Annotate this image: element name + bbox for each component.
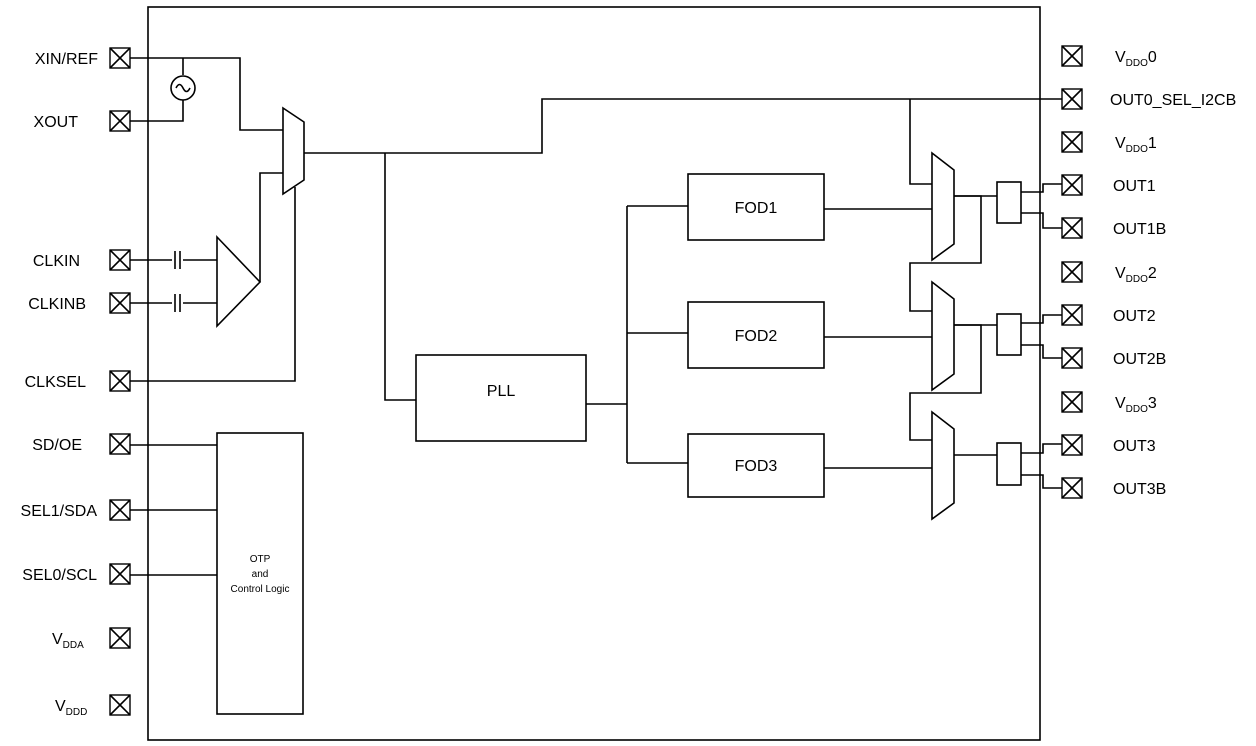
output-buffer-2 xyxy=(954,313,1062,359)
input-buffer xyxy=(130,172,283,328)
output-buffer-1 xyxy=(954,181,1062,229)
label-clkinb: CLKINB xyxy=(28,296,86,313)
pll-block: PLL xyxy=(415,354,587,442)
fod2-block: FOD2 xyxy=(687,301,825,369)
left-pin-sd-oe: SD/OE xyxy=(32,433,131,455)
label-sel0-scl: SEL0/SCL xyxy=(22,567,97,584)
clksel-wire xyxy=(130,187,296,382)
left-pin-xin-ref: XIN/REF xyxy=(35,47,131,69)
right-pin-out3: OUT3 xyxy=(1061,434,1156,456)
otp-label-line3: Control Logic xyxy=(231,584,290,595)
label-out3: OUT3 xyxy=(1113,438,1156,455)
right-pin-vddo2: VDDO2 xyxy=(1061,261,1157,285)
otp-label-line2: and xyxy=(252,569,269,580)
label-out1b: OUT1B xyxy=(1113,221,1166,238)
right-pin-out1b: OUT1B xyxy=(1061,217,1166,239)
right-pin-out0-sel-i2cb: OUT0_SEL_I2CB xyxy=(1061,88,1236,110)
label-out2: OUT2 xyxy=(1113,308,1156,325)
label-vdda: VDDA xyxy=(52,631,84,651)
left-pin-clkinb: CLKINB xyxy=(28,292,131,314)
label-sd-oe: SD/OE xyxy=(32,437,82,454)
fod2-label: FOD2 xyxy=(735,328,778,345)
label-clkin: CLKIN xyxy=(33,253,80,270)
input-mux xyxy=(282,106,305,196)
label-vddo2: VDDO2 xyxy=(1115,265,1157,285)
right-pin-out1: OUT1 xyxy=(1061,174,1156,196)
otp-label-line1: OTP xyxy=(250,554,271,565)
right-pin-out3b: OUT3B xyxy=(1061,477,1166,499)
output-mux-2 xyxy=(931,280,955,392)
label-vddo3: VDDO3 xyxy=(1115,395,1157,415)
label-vddo1: VDDO1 xyxy=(1115,135,1157,155)
cascade-wire-0 xyxy=(909,99,932,185)
fod3-block: FOD3 xyxy=(687,433,825,498)
output-buffer-3 xyxy=(954,442,1062,489)
pll-output-wire xyxy=(586,205,688,464)
left-pin-vdda: VDDA xyxy=(52,627,131,651)
label-sel1-sda: SEL1/SDA xyxy=(21,503,98,520)
fod1-block: FOD1 xyxy=(687,173,825,241)
ref-clock-wire xyxy=(304,98,1062,154)
label-clksel: CLKSEL xyxy=(25,374,86,391)
pll-input-wire xyxy=(384,153,416,401)
label-vddo0: VDDO0 xyxy=(1115,49,1157,69)
label-vddd: VDDD xyxy=(55,698,87,718)
left-pin-clksel: CLKSEL xyxy=(25,370,131,392)
label-out1: OUT1 xyxy=(1113,178,1156,195)
label-out3b: OUT3B xyxy=(1113,481,1166,498)
left-pin-vddd: VDDD xyxy=(55,694,131,718)
fod1-label: FOD1 xyxy=(735,200,778,217)
label-out2b: OUT2B xyxy=(1113,351,1166,368)
label-out0-sel-i2cb: OUT0_SEL_I2CB xyxy=(1110,92,1236,109)
right-pin-out2: OUT2 xyxy=(1061,304,1156,326)
label-xout: XOUT xyxy=(34,114,79,131)
right-pin-vddo3: VDDO3 xyxy=(1061,391,1157,415)
output-mux-3 xyxy=(931,410,955,521)
chip-outline xyxy=(147,6,1041,741)
right-pin-vddo0: VDDO0 xyxy=(1061,45,1157,69)
output-mux-1 xyxy=(931,151,955,262)
fod3-label: FOD3 xyxy=(735,458,778,475)
left-pin-clkin: CLKIN xyxy=(33,249,131,271)
label-xin-ref: XIN/REF xyxy=(35,51,98,68)
right-pin-out2b: OUT2B xyxy=(1061,347,1166,369)
left-pin-xout: XOUT xyxy=(34,110,131,132)
pll-label: PLL xyxy=(487,383,516,400)
otp-control-block: OTP and Control Logic xyxy=(216,432,304,715)
right-pin-vddo1: VDDO1 xyxy=(1061,131,1157,155)
left-pin-sel1-sda: SEL1/SDA xyxy=(21,499,131,521)
left-pin-sel0-scl: SEL0/SCL xyxy=(22,563,131,585)
crystal-oscillator xyxy=(130,57,283,131)
